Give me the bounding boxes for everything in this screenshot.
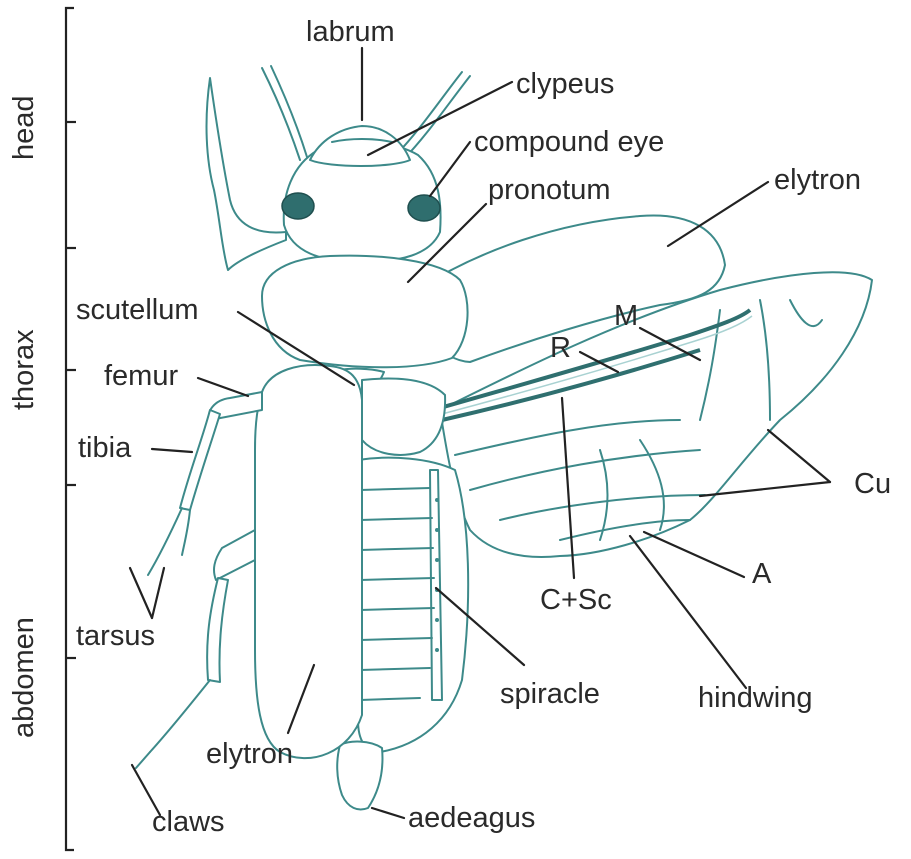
label-tibia: tibia (78, 434, 131, 463)
region-scale-bar (66, 8, 76, 850)
label-aedeagus: aedeagus (408, 804, 535, 833)
label-hindwing: hindwing (698, 684, 812, 713)
label-elytron-body: elytron (206, 740, 293, 769)
label-elytron-wing: elytron (774, 166, 861, 195)
label-compound-eye: compound eye (474, 128, 664, 157)
label-csc-vein: C+Sc (540, 586, 612, 615)
region-label-abdomen: abdomen (10, 617, 39, 738)
compound-eye-right (408, 195, 440, 221)
label-spiracle: spiracle (500, 680, 600, 709)
label-pronotum: pronotum (488, 176, 611, 205)
label-tarsus: tarsus (76, 622, 155, 651)
elytron-closed-shape (255, 365, 362, 758)
clypeus-shape (310, 126, 410, 166)
label-femur: femur (104, 362, 178, 391)
label-claws: claws (152, 808, 225, 837)
pronotum-shape (262, 256, 468, 368)
mesothorax-shape (362, 379, 445, 455)
aedeagus-shape (337, 742, 382, 810)
label-a-vein: A (752, 560, 771, 589)
foreleg-raised (207, 78, 286, 270)
label-cu-vein: Cu (854, 470, 891, 499)
abdomen-shape (358, 458, 468, 752)
region-label-thorax: thorax (10, 329, 39, 410)
label-labrum: labrum (306, 18, 395, 47)
label-r-vein: R (550, 334, 571, 363)
label-scutellum: scutellum (76, 296, 199, 325)
label-clypeus: clypeus (516, 70, 614, 99)
compound-eye-left (282, 193, 314, 219)
label-m-vein: M (614, 302, 638, 331)
region-label-head: head (10, 95, 39, 160)
